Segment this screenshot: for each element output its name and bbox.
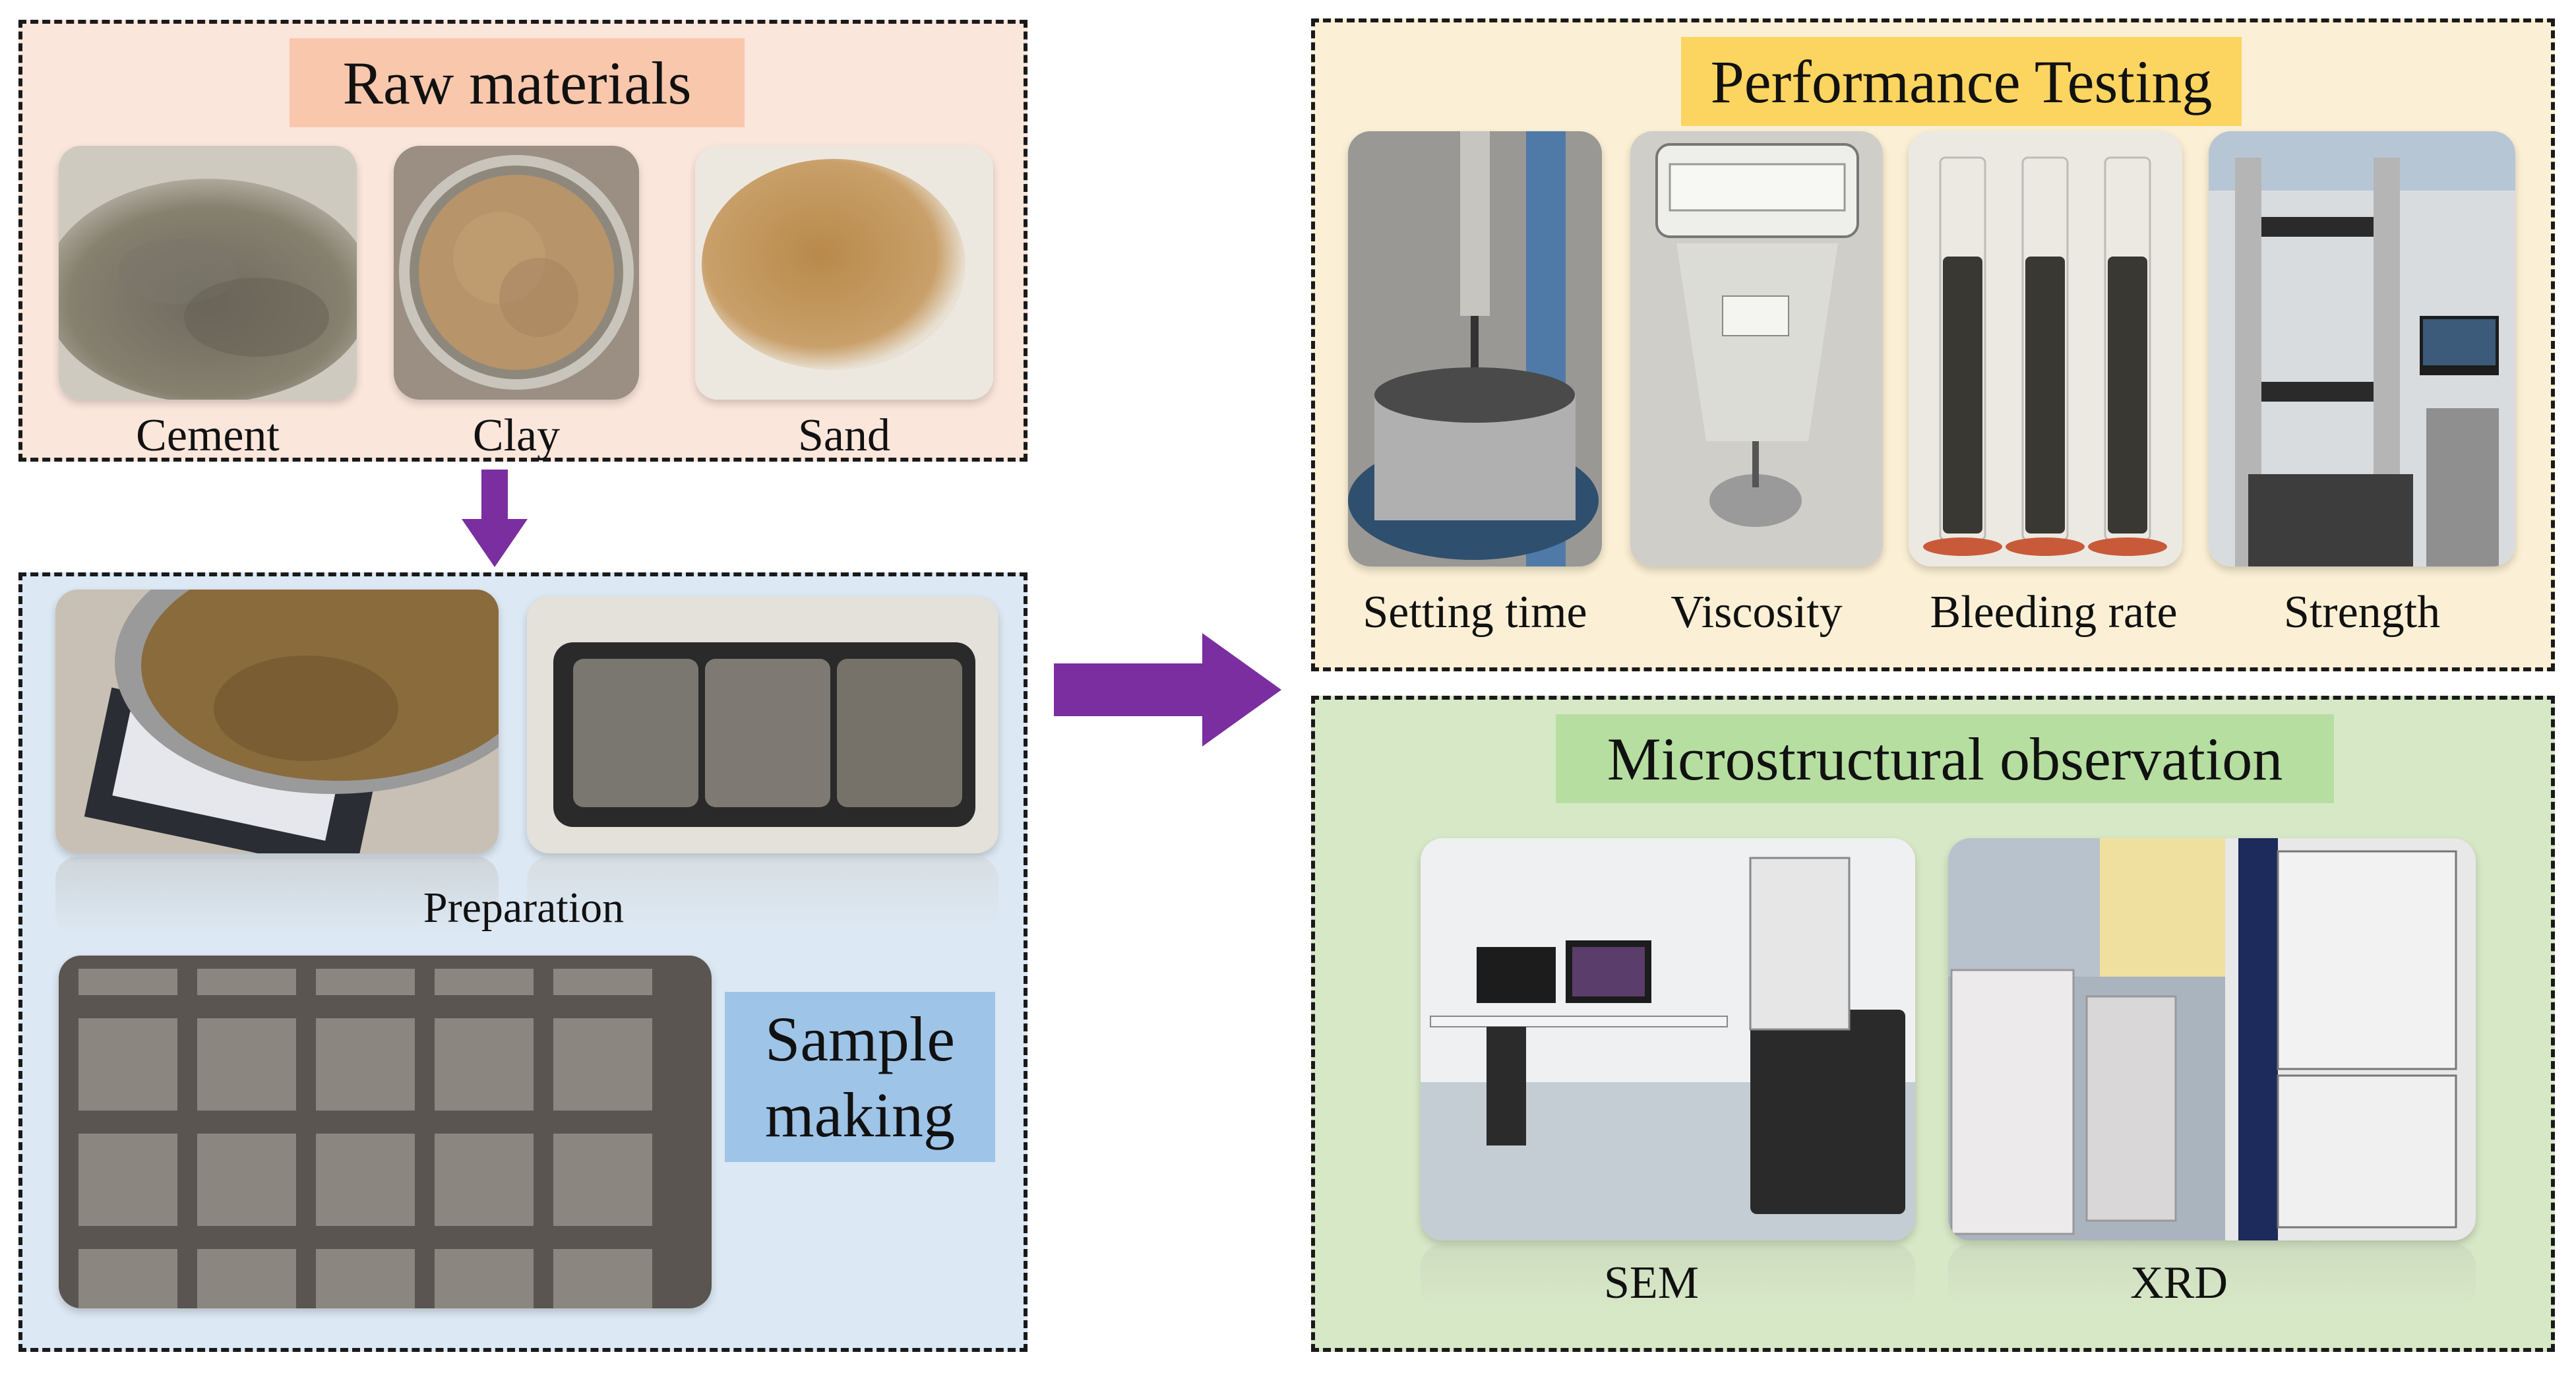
preparation-label: Preparation: [423, 884, 625, 932]
xrd-label: XRD: [2130, 1258, 2228, 1308]
raw-materials-panel: Raw materials Cement: [18, 20, 1027, 462]
microstructural-observation-panel: Microstructural observation SEM: [1311, 696, 2555, 1352]
microstructural-observation-title: Microstructural observation: [1556, 714, 2334, 803]
setting-time-photo: [1348, 131, 1602, 566]
sample-making-title-line2: making: [765, 1080, 955, 1150]
sample-making-title: Sample making: [725, 992, 995, 1162]
clay-label: Clay: [472, 410, 561, 461]
setting-time-label: Setting time: [1363, 587, 1587, 638]
sample-making-title-line1: Sample: [765, 1003, 955, 1074]
sem-label: SEM: [1604, 1258, 1699, 1308]
cement-label: Cement: [136, 410, 280, 461]
raw-materials-title: Raw materials: [290, 38, 745, 127]
bleeding-rate-label: Bleeding rate: [1930, 587, 2178, 638]
specimens-photo: [59, 956, 712, 1308]
xrd-photo: [1948, 838, 2476, 1240]
strength-label: Strength: [2283, 587, 2441, 638]
performance-testing-title: Performance Testing: [1681, 37, 2242, 126]
sample-making-panel: Preparation Sample making: [18, 572, 1027, 1352]
strength-photo: [2209, 131, 2515, 566]
right-arrow-icon: [1054, 633, 1281, 747]
sem-photo: [1421, 838, 1915, 1240]
cement-photo: [59, 146, 357, 400]
down-arrow-icon: [462, 470, 528, 567]
mold-photo: [527, 596, 998, 853]
sand-photo: [695, 146, 993, 400]
performance-testing-panel: Performance Testing Setting time Viscosi…: [1311, 18, 2555, 671]
pouring-photo: [55, 590, 499, 853]
sand-label: Sand: [798, 410, 890, 461]
clay-photo: [394, 146, 639, 400]
bleeding-rate-photo: [1909, 131, 2182, 566]
viscosity-label: Viscosity: [1671, 587, 1843, 638]
viscosity-photo: [1630, 131, 1883, 566]
